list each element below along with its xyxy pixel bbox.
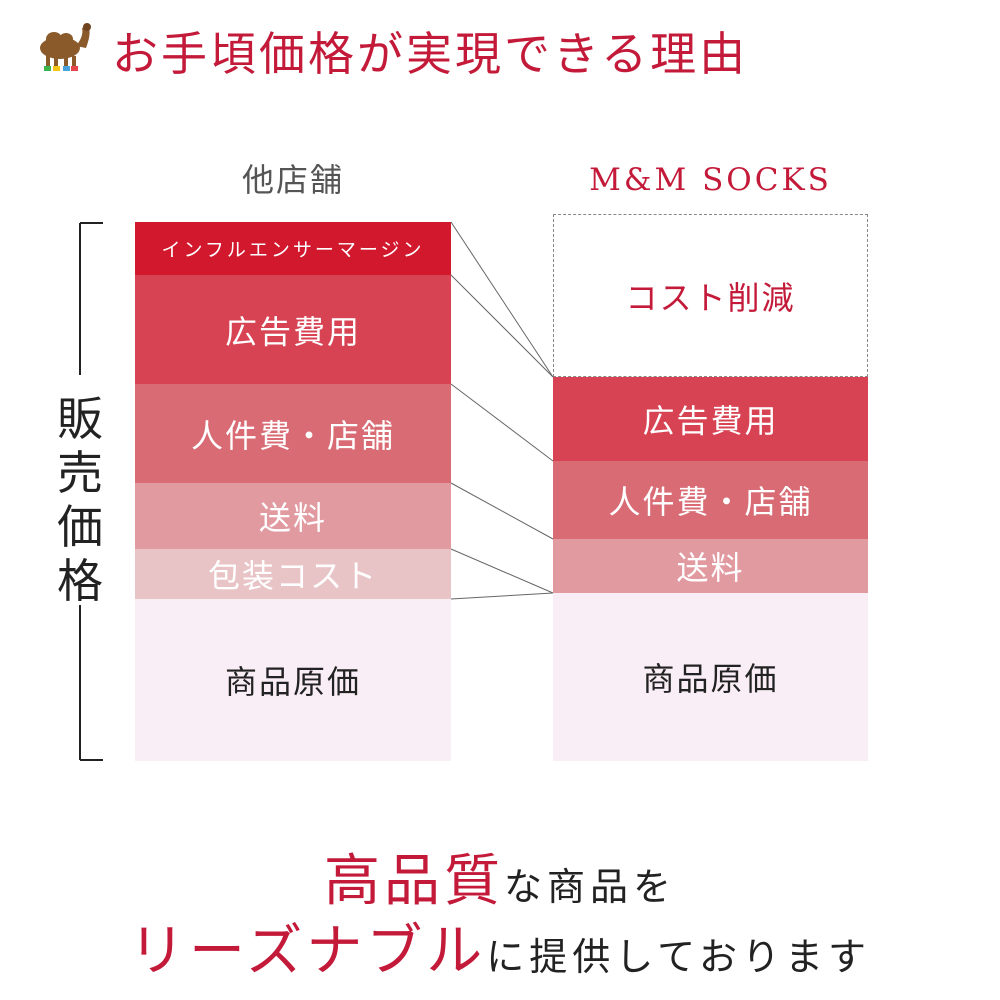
price-label-char: 価	[57, 500, 103, 554]
mm-segment-advertising: 広告費用	[553, 377, 868, 461]
mm-segment-product-cost: 商品原価	[553, 593, 868, 761]
other-segment-advertising: 広告費用	[135, 275, 451, 384]
connector-lines	[450, 221, 554, 600]
price-bracket	[79, 222, 103, 761]
reasonable-text: リーズナブル	[129, 919, 487, 984]
high-quality-text: 高品質	[323, 849, 504, 914]
footer-line-1: 高品質な商品を	[0, 836, 1000, 917]
mm-segment-shipping: 送料	[553, 539, 868, 593]
other-segment-labor-store: 人件費・店舗	[135, 384, 451, 483]
mm-socks-title: M&M SOCKS	[589, 162, 832, 198]
camel-icon	[26, 20, 96, 76]
mm-segment-labor-store: 人件費・店舗	[553, 461, 868, 539]
page-title: お手頃価格が実現できる理由	[112, 27, 749, 81]
mm-segment-cost-reduction: コスト削減	[553, 214, 868, 377]
footer-line-1-rest: な商品を	[503, 865, 676, 909]
price-label-char: 格	[57, 554, 103, 608]
other-segment-influencer-margin: インフルエンサーマージン	[135, 222, 451, 275]
other-store-title: 他店舗	[241, 161, 344, 199]
footer-line-2-rest: に提供しております	[486, 935, 871, 979]
price-label-char: 販	[57, 392, 103, 446]
other-segment-product-cost: 商品原価	[135, 599, 451, 761]
price-label-char: 売	[57, 446, 103, 500]
footer-line-2: リーズナブルに提供しております	[0, 906, 1000, 987]
price-label-vertical: 販 売 価 格	[40, 392, 120, 608]
other-segment-shipping: 送料	[135, 483, 451, 549]
other-segment-packaging: 包装コスト	[135, 549, 451, 599]
